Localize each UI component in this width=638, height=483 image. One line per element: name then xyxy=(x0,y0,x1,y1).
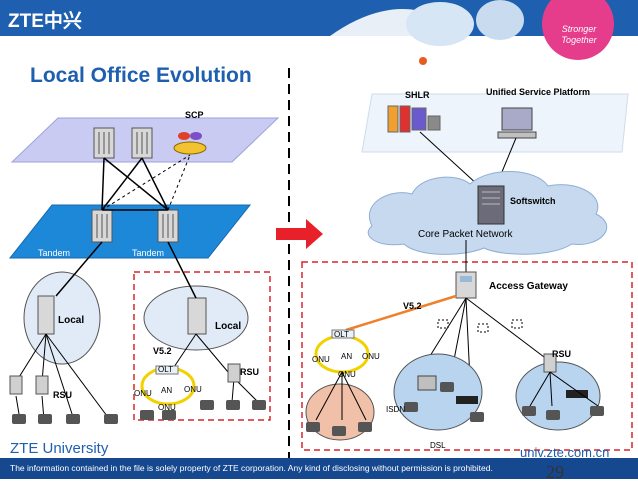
olt-label-left: OLT xyxy=(158,365,173,374)
phone-icon xyxy=(200,400,214,410)
an-label-right: AN xyxy=(341,352,353,361)
footer-url[interactable]: univ.zte.com.cn xyxy=(520,445,610,460)
local-label-1: Local xyxy=(58,315,85,326)
tandem-local-link-2 xyxy=(167,241,197,299)
onu-label-right-3: ONU xyxy=(338,370,356,379)
footer-note: The information contained in the file is… xyxy=(10,463,493,473)
phone-icon xyxy=(358,422,372,432)
usp-label: Unified Service Platform xyxy=(486,87,591,97)
tandem-local-link-1 xyxy=(55,241,103,297)
access-gateway-icon xyxy=(455,271,477,299)
onu-label-left-2: ONU xyxy=(184,385,202,394)
shlr-label: SHLR xyxy=(405,90,430,100)
olt-box-right xyxy=(331,329,355,339)
phone-icon xyxy=(590,406,604,416)
local-label-2: Local xyxy=(215,321,242,332)
phone-icon xyxy=(104,414,118,424)
page-number: 29 xyxy=(546,462,564,482)
scp-database-icon xyxy=(173,132,207,155)
shlr-server-icon xyxy=(387,105,441,133)
scp-server-1 xyxy=(93,127,115,159)
phone-icon xyxy=(546,410,560,420)
olt-box-left xyxy=(155,365,179,375)
tandem-switch-1 xyxy=(91,209,113,243)
header-photo-2 xyxy=(476,0,524,40)
tandem-label-2: Tandem xyxy=(132,248,165,258)
access-gateway-label: Access Gateway xyxy=(489,281,568,292)
onu-label-right-2: ONU xyxy=(362,352,380,361)
phone-icon xyxy=(306,422,320,432)
rsu-bubble-right xyxy=(515,361,601,431)
tandem-plane xyxy=(8,204,252,259)
local-switch-1 xyxy=(37,295,55,335)
phones-right xyxy=(306,382,604,436)
onu-label-left-1: ONU xyxy=(134,389,152,398)
phone-icon xyxy=(162,410,176,420)
footer-bar xyxy=(0,458,638,479)
olt-label-right: OLT xyxy=(334,330,349,339)
tandem-scp-links xyxy=(101,157,169,211)
phones-left xyxy=(12,400,266,424)
local-bubble-1 xyxy=(23,271,101,365)
rsu-modem-icon xyxy=(566,390,588,398)
footer-university: ZTE University xyxy=(10,440,109,457)
gateway-port-brackets xyxy=(437,319,523,333)
rsu-label-right: RSU xyxy=(552,349,572,359)
isdn-bubble xyxy=(393,353,483,431)
phone-icon xyxy=(470,412,484,422)
v52-link xyxy=(345,294,457,332)
isdn-computer-icon xyxy=(417,375,437,391)
slide-title: Local Office Evolution xyxy=(30,64,252,87)
phone-icon xyxy=(440,382,454,392)
phone-icon xyxy=(522,406,536,416)
onu-label-right-1: ONU xyxy=(312,355,330,364)
phone-icon xyxy=(252,400,266,410)
phone-icon xyxy=(66,414,80,424)
phone-icon xyxy=(38,414,52,424)
zte-logo: ZTE中兴 xyxy=(8,11,82,32)
header-bar xyxy=(0,0,638,36)
rsu-right-links xyxy=(529,371,599,407)
header-dot xyxy=(419,57,427,65)
rsu-unit-3 xyxy=(227,363,241,383)
slogan: Stronger Together xyxy=(561,24,597,45)
slogan-circle xyxy=(542,0,614,60)
phone-icon xyxy=(12,414,26,424)
isdn-label: ISDN xyxy=(386,405,406,414)
rsu-unit-1 xyxy=(9,375,23,395)
tandem-label-1: Tandem xyxy=(38,248,71,258)
onu-phone-links xyxy=(315,371,367,421)
access-box-left xyxy=(133,271,271,421)
softswitch-server-icon xyxy=(477,185,505,225)
service-plane xyxy=(361,93,629,153)
header-photo-1 xyxy=(406,2,474,46)
phone-icon xyxy=(140,410,154,420)
onu-customer-bubble xyxy=(305,383,375,441)
core-network-label: Core Packet Network xyxy=(418,229,513,240)
phone-icon xyxy=(404,402,418,412)
rsu-unit-2 xyxy=(35,375,49,395)
signalling-links xyxy=(101,154,191,211)
v52-label-right: V5.2 xyxy=(403,301,422,311)
onu-label-left-3: ONU xyxy=(158,403,176,412)
evolution-arrow xyxy=(276,219,323,249)
tandem-switch-2 xyxy=(157,209,179,243)
softswitch-label: Softswitch xyxy=(510,196,556,206)
dsl-modem-icon xyxy=(456,396,478,404)
rsu-label-left-2: RSU xyxy=(240,367,260,377)
an-label-left: AN xyxy=(161,386,173,395)
dsl-label: DSL xyxy=(430,441,446,450)
phone-icon xyxy=(226,400,240,410)
usp-computer-icon xyxy=(497,107,537,139)
scp-label: SCP xyxy=(185,110,204,120)
scp-server-2 xyxy=(131,127,153,159)
local-switch-2 xyxy=(187,297,207,335)
v52-label-left: V5.2 xyxy=(153,346,172,356)
rsu-label-left-1: RSU xyxy=(53,390,73,400)
phone-icon xyxy=(332,426,346,436)
access-box-right xyxy=(301,261,633,451)
